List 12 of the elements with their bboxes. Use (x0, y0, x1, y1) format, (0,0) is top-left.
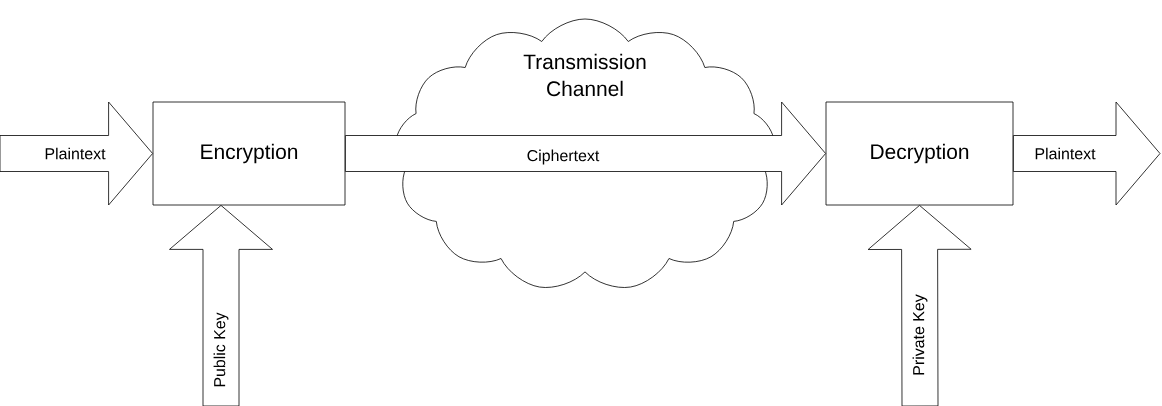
edge-label: Public Key (213, 312, 229, 387)
block-arrow (0, 101, 153, 206)
edge-label: Ciphertext (527, 149, 600, 165)
block-arrow (1013, 101, 1161, 206)
edge-label: Plaintext (1035, 147, 1096, 160)
process-box: Decryption (825, 101, 1014, 206)
edge-label: Plaintext (45, 147, 106, 160)
block-arrow (345, 101, 826, 206)
edge-label: Private Key (912, 294, 928, 375)
block-arrow (867, 205, 972, 406)
block-arrow (169, 205, 273, 406)
process-box: Encryption (152, 101, 346, 206)
